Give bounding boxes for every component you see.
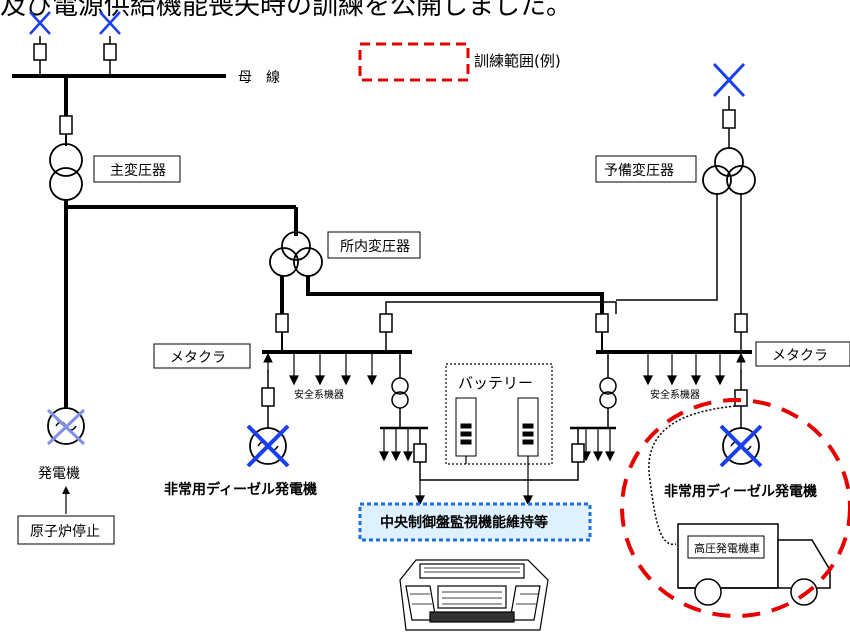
reactor-shutdown-label: 原子炉停止 — [30, 523, 100, 540]
metacla-right-box — [755, 341, 850, 367]
training-scope-label: 訓練範囲(例) — [474, 52, 561, 70]
standby-branch — [616, 96, 756, 352]
standby-transformer-box — [595, 155, 697, 183]
metacla-left-box — [153, 343, 251, 369]
main-branch — [49, 76, 298, 408]
main-transformer-label: 主変圧器 — [110, 162, 166, 179]
safety-equipment-right-label: 安全系機器 — [650, 388, 700, 401]
diesel-left-cross-icon — [246, 424, 290, 468]
standby-transformer-label: 予備変圧器 — [604, 162, 674, 179]
generator-cross-icon — [46, 408, 86, 446]
training-scope-legend-icon — [358, 42, 470, 82]
central-control-label: 中央制御盤監視機能維持等 — [380, 514, 548, 531]
metacla-left-label: メタクラ — [170, 350, 226, 366]
battery-cell-icon — [517, 397, 539, 457]
reactor-shutdown-box — [17, 515, 115, 545]
bus-label: 母 線 — [238, 70, 280, 86]
house-transformer — [269, 231, 323, 277]
top-feeder-right — [103, 36, 117, 76]
metacla-right-label: メタクラ — [772, 348, 828, 364]
battery-label: バッテリー — [458, 374, 533, 392]
high-voltage-truck-label: 高圧発電機車 — [694, 541, 760, 555]
cross-mark-icon — [29, 11, 51, 35]
cross-mark-icon — [99, 11, 121, 35]
house-transformer-label: 所内変圧器 — [340, 238, 410, 255]
diesel-right-cross-icon — [719, 424, 763, 468]
training-scope-area — [620, 398, 850, 618]
cross-mark-icon — [712, 62, 746, 98]
house-transformer-box — [327, 231, 421, 259]
battery-cell-icon — [455, 397, 477, 457]
central-control-box — [358, 502, 592, 542]
truck-cable — [648, 405, 736, 546]
emergency-diesel-left-label: 非常用ディーゼル発電機 — [164, 481, 317, 498]
emergency-diesel-right-label: 非常用ディーゼル発電機 — [664, 483, 817, 500]
header-text: 及び電源供給機能喪失時の訓練を公開しました。 — [0, 0, 572, 21]
control-panel-icon — [399, 559, 549, 631]
main-transformer-box — [93, 155, 181, 183]
safety-equipment-left-label: 安全系機器 — [294, 388, 344, 401]
generator-label: 発電機 — [38, 466, 80, 482]
truck-label-box — [687, 535, 765, 559]
top-feeder-left — [33, 36, 47, 76]
